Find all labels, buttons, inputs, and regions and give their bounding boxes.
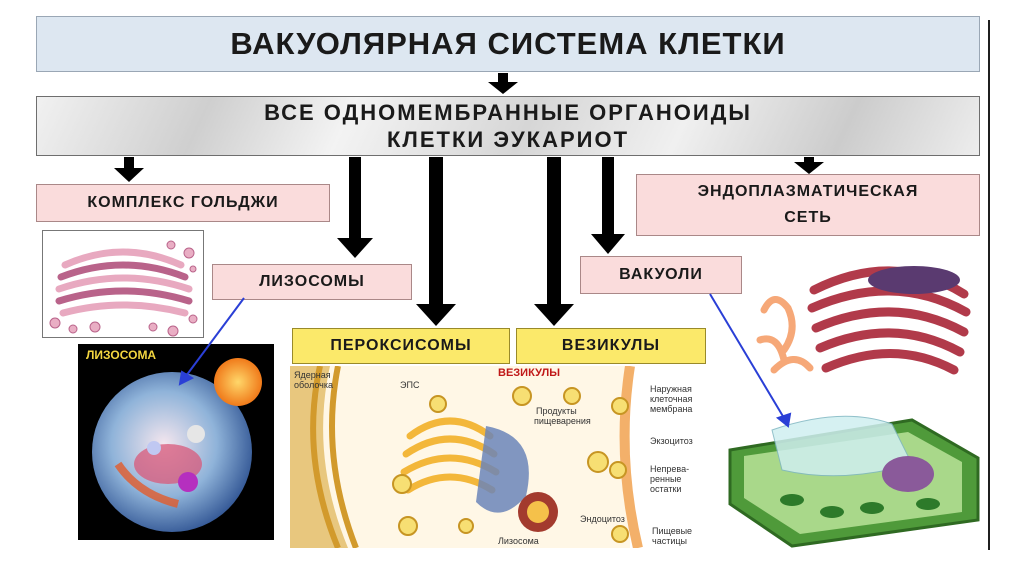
plant-cell-illustration: [728, 415, 980, 548]
lysosome-illustration: [92, 358, 262, 532]
vacuoles-label: ВАКУОЛИ: [580, 256, 742, 294]
pointer-vacuole: [709, 293, 785, 419]
pointer-lysosome: [185, 297, 245, 377]
lysosome-image-label: ЛИЗОСОМА: [86, 348, 157, 362]
label-nuclear-envelope-1: Ядерная: [294, 370, 331, 380]
right-border-rule: [988, 20, 990, 550]
golgi-image: [42, 230, 204, 338]
arrow-to-er: [794, 157, 824, 174]
vesicle-diagram-illustration: [290, 366, 708, 548]
label-endocytosis: Эндоцитоз: [580, 514, 625, 524]
arrow-to-lysosomes: [337, 157, 373, 258]
label-outer-membrane-2: клеточная: [650, 394, 693, 404]
label-lysosome: Лизосома: [498, 536, 539, 546]
slide-title: ВАКУОЛЯРНАЯ СИСТЕМА КЛЕТКИ: [36, 16, 980, 72]
label-digestion-products-1: Продукты: [536, 406, 577, 416]
er-label-line-2: СЕТЬ: [784, 209, 832, 226]
label-digestion-products-2: пищеварения: [534, 416, 591, 426]
label-undigested-1: Непрева-: [650, 464, 690, 474]
er-label-line-1: ЭНДОПЛАЗМАТИЧЕСКАЯ: [697, 183, 919, 200]
arrow-to-peroxisomes: [416, 157, 456, 326]
label-outer-membrane-1: Наружная: [650, 384, 692, 394]
lysosome-image: ЛИЗОСОМА: [78, 344, 274, 540]
arrow-to-golgi: [114, 157, 144, 182]
subtitle-line-1: ВСЕ ОДНОМЕМБРАННЫЕ ОРГАНОИДЫ: [264, 100, 752, 125]
golgi-label: КОМПЛЕКС ГОЛЬДЖИ: [36, 184, 330, 222]
label-undigested-3: остатки: [650, 484, 682, 494]
label-vesicles-title: ВЕЗИКУЛЫ: [498, 367, 560, 379]
label-exocytosis: Экзоцитоз: [650, 436, 693, 446]
vesicle-diagram: Ядерная оболочка ЭПС ВЕЗИКУЛЫ Продукты п…: [290, 366, 708, 548]
pointer-lysosome-head: [178, 370, 195, 386]
label-outer-membrane-3: мембрана: [650, 404, 693, 414]
lysosomes-label: ЛИЗОСОМЫ: [212, 264, 412, 300]
plant-cell-image: [722, 400, 984, 550]
pointer-vacuole-head: [775, 412, 792, 428]
label-undigested-2: ренные: [650, 474, 682, 484]
er-image: [754, 250, 976, 400]
vesicles-label: ВЕЗИКУЛЫ: [516, 328, 706, 364]
peroxisomes-label: ПЕРОКСИСОМЫ: [292, 328, 510, 364]
label-food-vesicles-2: частицы: [652, 536, 687, 546]
subtitle-banner: ВСЕ ОДНОМЕМБРАННЫЕ ОРГАНОИДЫ КЛЕТКИ ЭУКА…: [36, 96, 980, 156]
label-nuclear-envelope-2: оболочка: [294, 380, 333, 390]
arrow-title-to-banner: [488, 73, 518, 94]
label-eps: ЭПС: [400, 380, 420, 390]
golgi-illustration: [49, 240, 198, 337]
arrow-to-vacuoles: [591, 157, 625, 254]
label-food-vesicles-1: Пищевые: [652, 526, 693, 536]
er-label: ЭНДОПЛАЗМАТИЧЕСКАЯ СЕТЬ: [636, 174, 980, 236]
subtitle-line-2: КЛЕТКИ ЭУКАРИОТ: [386, 127, 630, 152]
arrow-to-vesicles: [534, 157, 574, 326]
er-illustration: [756, 266, 971, 375]
